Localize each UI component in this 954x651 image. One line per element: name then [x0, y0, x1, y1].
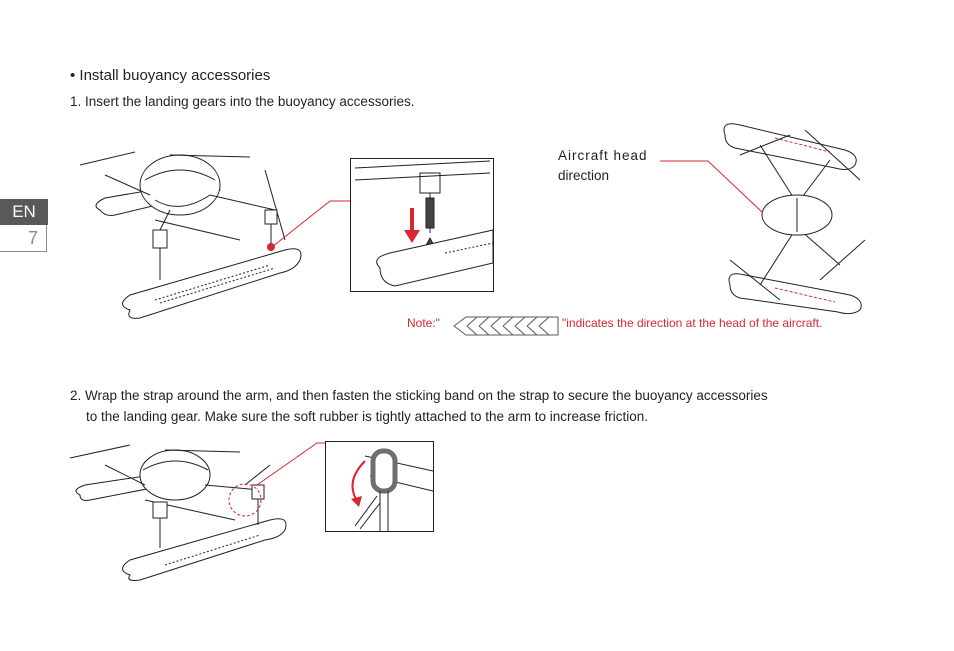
note-prefix: Note:" — [407, 316, 440, 330]
aircraft-head-label-line2: direction — [558, 168, 610, 183]
detail-1-callout-line — [271, 200, 352, 248]
aircraft-head-label-line1: Aircraft head — [558, 148, 648, 163]
detail-1-box — [350, 158, 494, 292]
step-1-text: 1. Insert the landing gears into the buo… — [70, 94, 415, 109]
page-tab: EN 7 — [0, 199, 48, 253]
detail-2-callout-line — [256, 442, 327, 486]
note-suffix: "indicates the direction at the head of … — [562, 316, 823, 330]
aircraft-head-label: Aircraft head direction — [558, 146, 648, 186]
step-2-text: 2. Wrap the strap around the arm, and th… — [70, 385, 890, 427]
detail-2-box — [325, 441, 434, 532]
drone-top-view-illustration — [723, 123, 866, 315]
language-tab: EN — [0, 199, 48, 225]
page-number: 7 — [0, 225, 47, 252]
chevron-arrow-icon — [452, 316, 560, 336]
aircraft-head-callout-line — [660, 160, 763, 213]
drone-with-floats-illustration-1 — [79, 151, 302, 319]
step-2-line-1: 2. Wrap the strap around the arm, and th… — [70, 388, 768, 403]
section-heading: • Install buoyancy accessories — [70, 67, 271, 84]
curved-arrow-icon — [351, 460, 366, 507]
down-arrow-icon — [404, 208, 420, 243]
drone-with-floats-illustration-2 — [69, 444, 287, 581]
step-2-line-2: to the landing gear. Make sure the soft … — [86, 409, 649, 424]
